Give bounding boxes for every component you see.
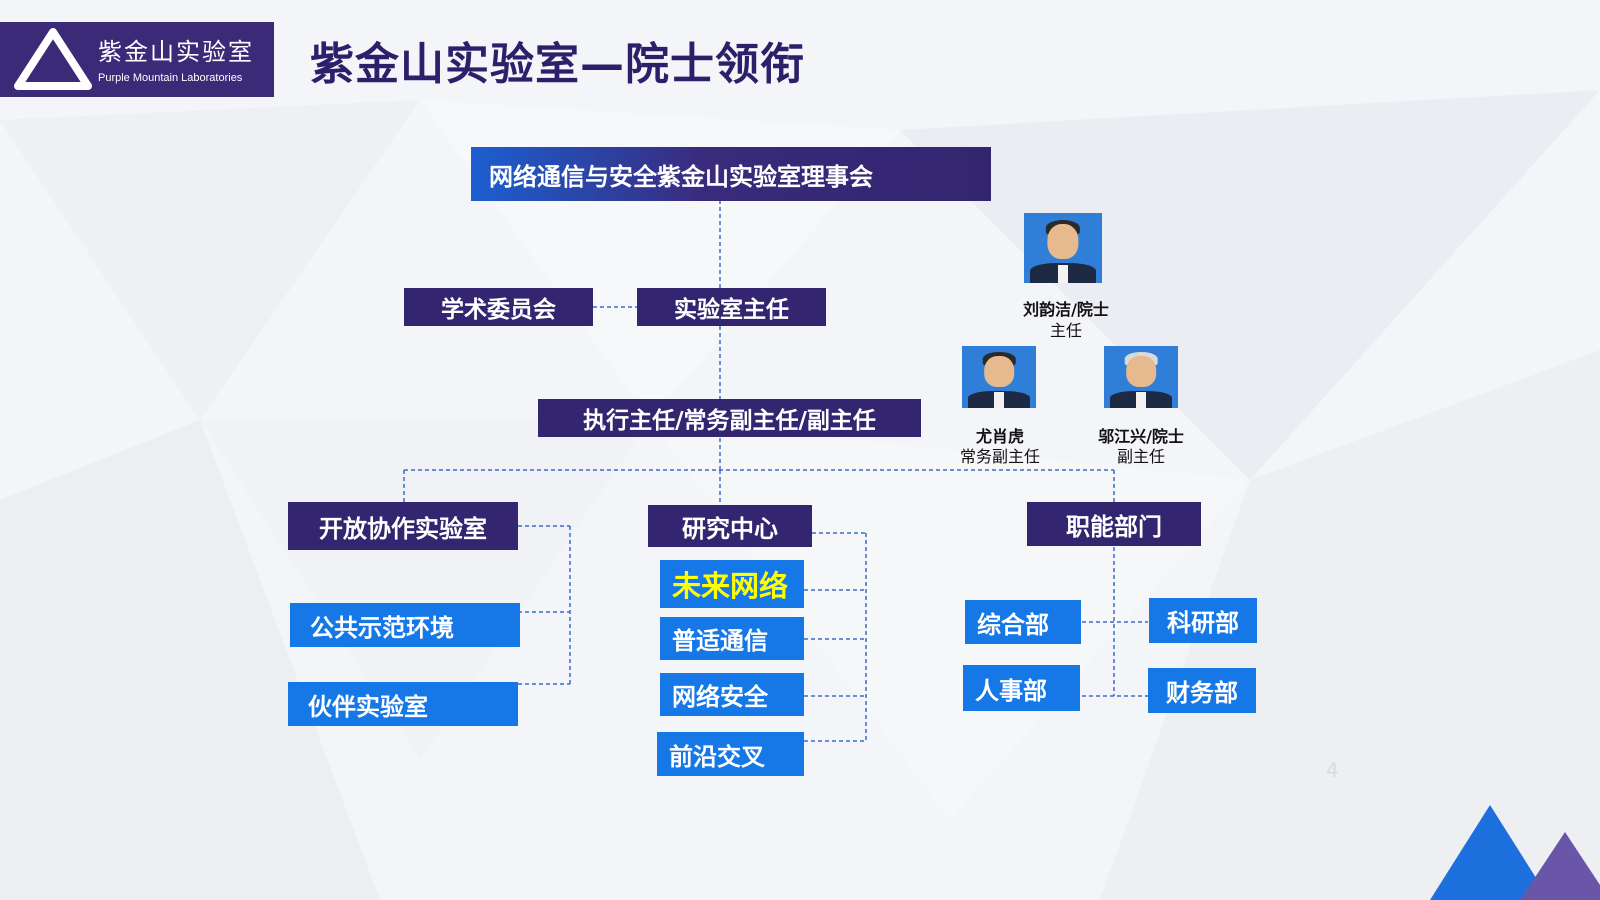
public-demo-box: 公共示范环境: [290, 603, 520, 647]
research-dept-box: 科研部: [1149, 598, 1257, 643]
board-box: 网络通信与安全紫金山实验室理事会: [471, 147, 991, 201]
person-name-3: 邬江兴/院士: [1098, 427, 1184, 446]
page-number: 4: [1326, 758, 1339, 782]
person-role-2: 常务副主任: [959, 447, 1040, 466]
general-dept-box: 综合部: [965, 600, 1081, 644]
person-name-1: 刘韵洁/院士: [1023, 300, 1109, 319]
executive-box: 执行主任/常务副主任/副主任: [538, 399, 921, 437]
corner-triangle-blue: [1430, 805, 1550, 900]
person-role-1: 主任: [1049, 321, 1082, 340]
logo-chinese-text: 紫金山实验室: [98, 38, 254, 66]
open-lab-box: 开放协作实验室: [288, 502, 518, 550]
finance-dept-box: 财务部: [1148, 668, 1256, 713]
portrait-photo-2: [962, 346, 1036, 408]
person-name-2: 尤肖虎: [975, 427, 1024, 446]
director-box: 实验室主任: [637, 288, 826, 326]
ubiquitous-comm-box: 普适通信: [660, 617, 804, 660]
logo-banner: 紫金山实验室 Purple Mountain Laboratories: [0, 22, 274, 97]
portrait-photo-3: [1104, 346, 1178, 408]
logo-mountain-icon: [14, 28, 92, 90]
future-network-box: 未来网络: [660, 560, 804, 608]
logo-english-text: Purple Mountain Laboratories: [98, 72, 243, 84]
page-title: 紫金山实验室—院士领衔: [310, 39, 805, 90]
hr-dept-box: 人事部: [963, 665, 1080, 711]
person-role-3: 副主任: [1116, 447, 1165, 466]
corner-triangle-purple: [1520, 832, 1600, 900]
frontier-box: 前沿交叉: [657, 732, 804, 776]
network-security-box: 网络安全: [660, 673, 804, 716]
functional-dept-box: 职能部门: [1027, 502, 1201, 546]
partner-lab-box: 伙伴实验室: [288, 682, 518, 726]
academic-committee-box: 学术委员会: [404, 288, 593, 326]
research-center-box: 研究中心: [648, 505, 812, 547]
portrait-photo-1: [1024, 213, 1102, 283]
